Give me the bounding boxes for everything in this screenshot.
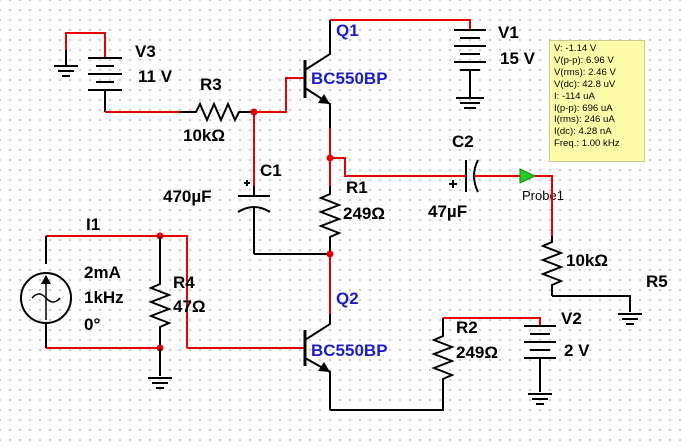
r4-ref: R4: [173, 273, 195, 292]
v2-value: 2 V: [564, 341, 590, 360]
r3-ref: R3: [200, 75, 222, 94]
probe-reading: V: -1.14 V: [554, 43, 597, 54]
r1-value: 249Ω: [343, 204, 385, 223]
ground-icon: [148, 377, 172, 389]
r5-resistor[interactable]: [540, 236, 564, 296]
probe-arrow-icon[interactable]: [519, 168, 537, 184]
probe-reading: V(rms): 2.46 V: [554, 66, 616, 78]
probe-reading: V(dc): 42.8 uV: [554, 78, 616, 90]
probe-reading: I: -114 uA: [554, 90, 595, 102]
v2-battery[interactable]: [524, 325, 556, 405]
c2-value: 47µF: [428, 202, 467, 221]
q2-ref: Q2: [336, 289, 359, 308]
probe-reading: I(rms): 246 uA: [554, 114, 615, 126]
q1-model: BC550BP: [311, 69, 388, 88]
r2-resistor[interactable]: [431, 318, 455, 388]
r2-value: 249Ω: [456, 343, 498, 362]
r4-value: 47Ω: [173, 297, 206, 316]
v1-ref: V1: [498, 23, 519, 42]
c2-ref: C2: [452, 132, 474, 151]
probe-readout: V: -1.14 V V(p-p): 6.96 V V(rms): 2.46 V…: [549, 40, 645, 162]
i1-current-source[interactable]: [20, 236, 72, 348]
r1-resistor[interactable]: [318, 186, 342, 254]
r1-ref: R1: [346, 178, 368, 197]
v1-value: 15 V: [500, 49, 536, 68]
ground-icon: [618, 313, 642, 325]
q1-ref: Q1: [336, 21, 359, 40]
v2-ref: V2: [561, 309, 582, 328]
c1-ref: C1: [260, 161, 282, 180]
r5-value: 10kΩ: [566, 251, 608, 270]
i1-frequency: 1kHz: [84, 288, 124, 307]
q1-transistor[interactable]: [303, 20, 331, 128]
i1-amplitude: 2mA: [84, 263, 121, 282]
probe-name: Probe1: [522, 188, 564, 203]
r4-resistor[interactable]: [148, 236, 172, 348]
probe-reading: Freq.: 1.00 kHz: [554, 138, 620, 150]
q2-transistor[interactable]: [303, 314, 331, 410]
q2-model: BC550BP: [311, 341, 388, 360]
r5-ref: R5: [646, 272, 668, 291]
v3-ref: V3: [135, 42, 156, 61]
probe-reading: V(p-p): 6.96 V: [554, 54, 614, 66]
i1-phase: 0°: [84, 315, 100, 334]
v3-value: 11 V: [138, 67, 173, 86]
c1-capacitor[interactable]: [237, 180, 271, 254]
i1-ref: I1: [86, 215, 100, 234]
c1-value: 470µF: [163, 187, 212, 206]
probe-reading: I(p-p): 696 uA: [554, 102, 613, 114]
r3-value: 10kΩ: [183, 126, 225, 145]
probe-reading: I(dc): 4.28 nA: [554, 126, 612, 138]
r3-resistor[interactable]: [180, 101, 254, 123]
v3-battery[interactable]: [54, 32, 180, 113]
r2-ref: R2: [456, 318, 478, 337]
v1-battery[interactable]: [454, 29, 486, 109]
